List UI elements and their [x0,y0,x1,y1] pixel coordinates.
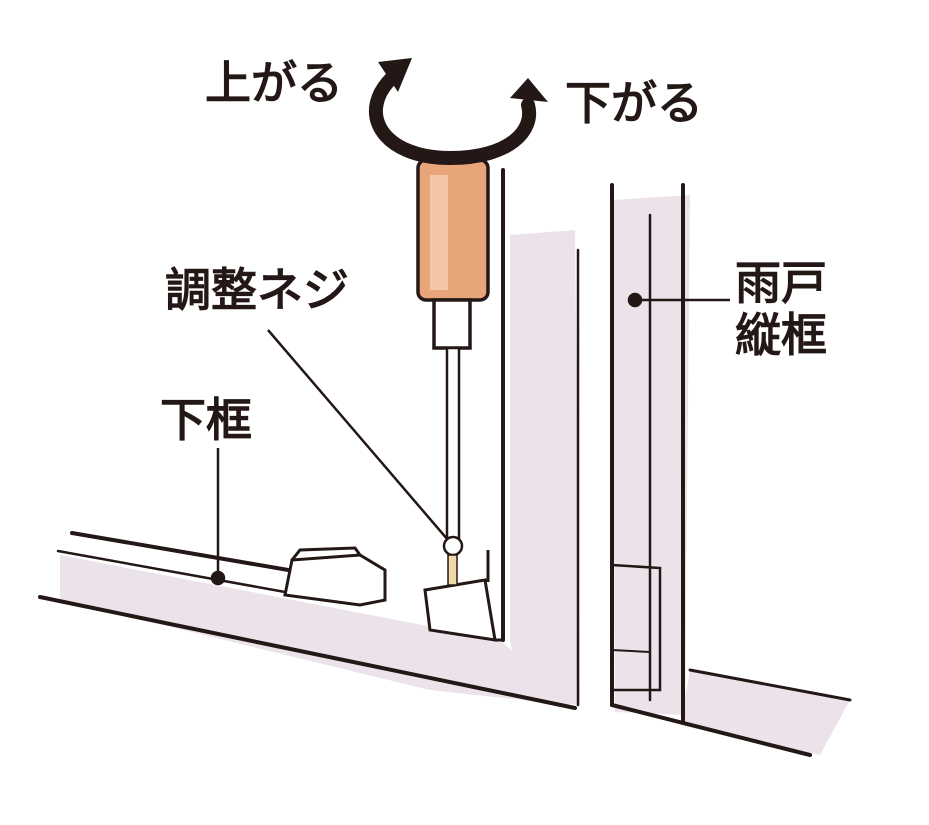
screwdriver [416,158,490,586]
label-adjust-screw: 調整ネジ [165,263,349,317]
label-shutter-stile-1: 雨戸 [735,256,827,310]
label-lower: 下がる [565,76,703,130]
frame-lines [38,168,852,757]
roller-block [283,546,497,642]
label-bottom-frame: 下框 [160,393,252,447]
leader-lines [210,292,730,586]
rotation-arrow-icon [369,58,548,166]
label-shutter-stile-2: 縦框 [735,308,827,362]
screwdriver-handle [416,158,490,302]
label-raise: 上がる [205,56,343,110]
